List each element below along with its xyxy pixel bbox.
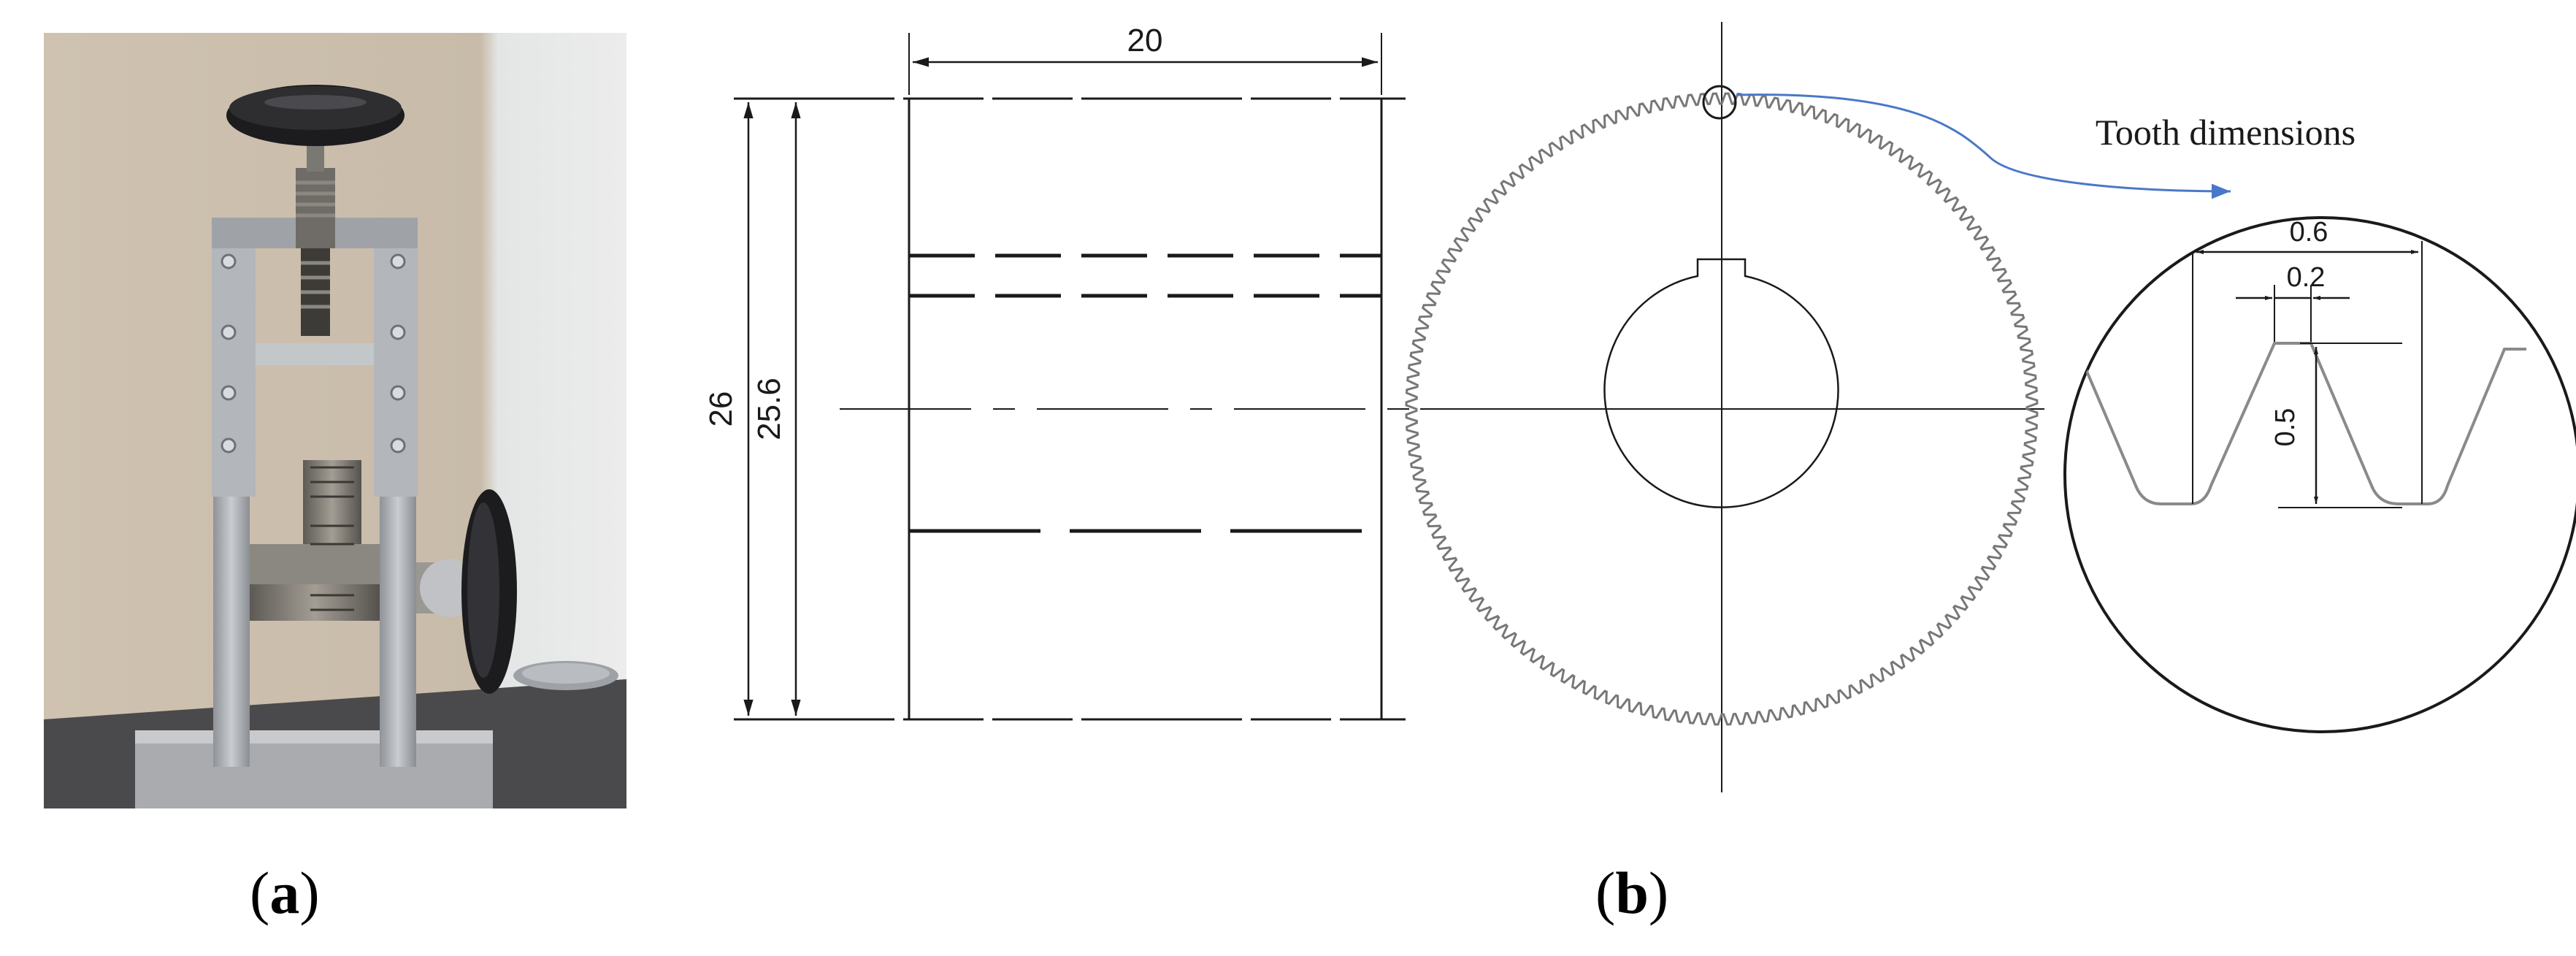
panel-a-label: a [269, 860, 300, 926]
roller-side-view [734, 33, 1424, 721]
gear-front-view [1405, 22, 2044, 792]
tooth-top-width-label: 0.2 [2287, 262, 2326, 293]
device-photo [44, 33, 626, 808]
detail-leader-arrow [1736, 93, 2231, 199]
tooth-height-label: 0.5 [2270, 408, 2301, 447]
tooth-detail-view [2063, 216, 2576, 733]
tooth-pitch-label: 0.6 [2290, 217, 2328, 248]
panel-a-caption: (a) [250, 860, 320, 926]
detail-title: Tooth dimensions [2096, 112, 2355, 153]
dim-height-outer-label: 26 [703, 391, 739, 427]
panel-b-caption: (b) [1595, 860, 1669, 926]
dim-width-label: 20 [1127, 23, 1163, 58]
panel-b-label: b [1615, 860, 1649, 926]
dim-height-inner-label: 25.6 [751, 378, 787, 440]
